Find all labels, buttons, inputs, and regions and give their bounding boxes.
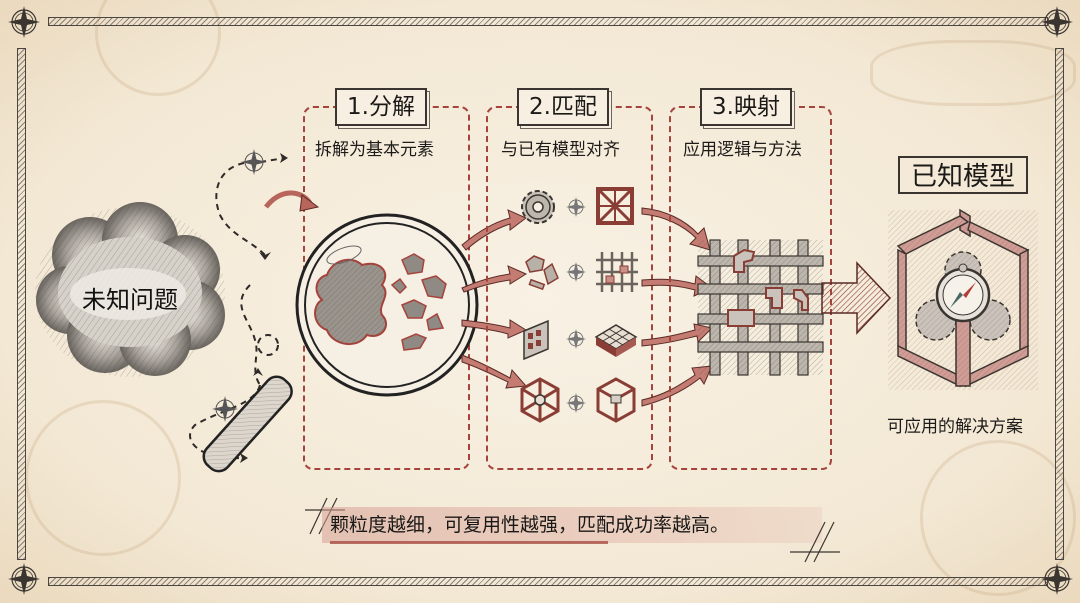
match-row-fragments: [525, 252, 638, 292]
big-right-arrow-icon: [821, 261, 892, 335]
coffee-stain: [870, 40, 1076, 106]
known-model-title: 已知模型: [898, 156, 1028, 194]
compass-rose-icon: [566, 329, 586, 349]
grid-lattice-icon: [697, 239, 824, 376]
stage-map-title: 3.映射: [700, 88, 792, 126]
match-row-panel: [523, 319, 638, 361]
fan-out-arrows: [461, 209, 528, 389]
panel-icon: [523, 319, 549, 361]
stage-match-title: 2.匹配: [517, 88, 609, 126]
banner-underline: [330, 541, 608, 544]
stage-decompose-subtitle: 拆解为基本元素: [315, 140, 434, 160]
dashed-path-arrows: [189, 153, 288, 463]
braced-frame-icon: [596, 187, 634, 225]
key-insight-banner: 颗粒度越细，可复用性越强，匹配成功率越高。: [322, 507, 822, 543]
solid-cube-icon: [596, 377, 636, 423]
known-model-subtitle: 可应用的解决方案: [887, 417, 1023, 437]
grid-with-pieces-icon: [596, 252, 638, 292]
compass-rose-icon: [241, 149, 267, 175]
border-right: [1055, 48, 1064, 560]
border-top: [48, 17, 1048, 26]
coffee-stain: [95, 0, 221, 96]
compass-rose-icon: [1041, 563, 1073, 595]
unknown-problem-label: 未知问题: [82, 286, 178, 314]
curved-arrow-icon: [264, 190, 320, 212]
coffee-stain: [920, 440, 1076, 596]
match-row-cube: [520, 377, 636, 423]
fog-cloud-icon: [35, 202, 225, 377]
magnifying-glass-icon: [202, 213, 479, 473]
framework-cube-compass-icon: [888, 208, 1038, 390]
border-bottom: [48, 577, 1048, 586]
border-left: [17, 48, 26, 560]
block-grid-icon: [594, 324, 638, 357]
compass-rose-icon: [1041, 6, 1073, 38]
compass-rose-icon: [566, 262, 586, 282]
compass-rose-icon: [8, 563, 40, 595]
stage-map-subtitle: 应用逻辑与方法: [683, 140, 802, 160]
hatch-mark-right: [790, 521, 840, 563]
coffee-stain: [25, 400, 181, 556]
wire-cube-icon: [520, 377, 560, 423]
stage-match-subtitle: 与已有模型对齐: [501, 140, 620, 160]
gear-icon: [521, 190, 555, 224]
stage-decompose-title: 1.分解: [335, 88, 427, 126]
compass-rose-icon: [212, 396, 238, 422]
compass-rose-icon: [566, 197, 586, 217]
compass-rose-icon: [8, 6, 40, 38]
compass-rose-icon: [566, 393, 586, 413]
fragments-icon: [525, 255, 559, 291]
match-row-gear: [521, 187, 634, 225]
